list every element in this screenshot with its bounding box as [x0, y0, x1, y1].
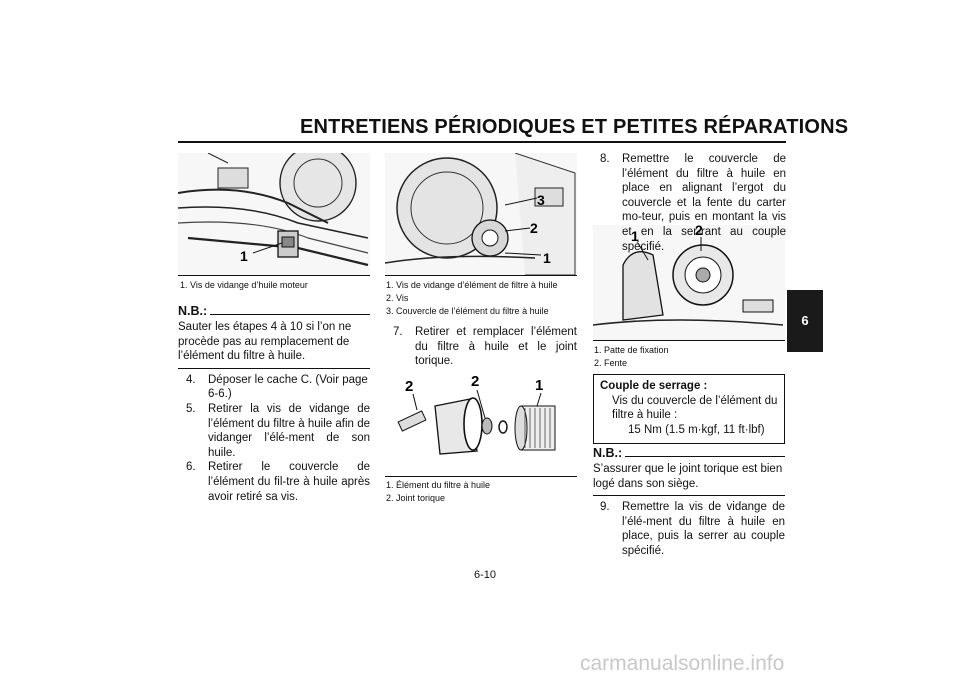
- callout-1: 1: [543, 250, 551, 266]
- page-title: ENTRETIENS PÉRIODIQUES ET PETITES RÉPARA…: [300, 116, 849, 138]
- step-item: 8.Remettre le couvercle de l’élément du …: [600, 153, 786, 253]
- nb-text: Sauter les étapes 4 à 10 si l’on ne proc…: [178, 320, 370, 369]
- chapter-tab: 6: [787, 290, 823, 352]
- engine-drain-illustration: 1: [177, 144, 370, 275]
- nb-text: S’assurer que le joint torique est bien …: [593, 462, 785, 497]
- figure4-caption: 1. Patte de fixation 2. Fente: [594, 344, 669, 370]
- step-item: 6.Retirer le couvercle de l’élément du f…: [186, 461, 370, 503]
- column-1-text: N.B.: Sauter les étapes 4 à 10 si l’on n…: [178, 304, 370, 504]
- column-3-nb: N.B.: S’assurer que le joint torique est…: [593, 446, 785, 559]
- column-2-text: 7.Retirer et remplacer l’élément du filt…: [393, 325, 577, 369]
- filter-cover-illustration: 3 2 1: [384, 152, 577, 276]
- step-item: 7.Retirer et remplacer l’élément du filt…: [393, 326, 577, 368]
- caption-line: 1. Patte de fixation: [594, 345, 669, 355]
- step-item: 4.Déposer le cache C. (Voir page 6-6.): [186, 373, 368, 401]
- cover-refit-illustration: 1 2: [592, 222, 785, 340]
- nb-label: N.B.:: [178, 304, 208, 318]
- callout-2: 2: [405, 378, 413, 395]
- watermark: carmanualsonline.info: [580, 652, 785, 675]
- step-item: 9.Remettre la vis de vidange de l’élé-me…: [600, 501, 785, 557]
- caption-line: 1. Vis de vidange d’huile moteur: [180, 280, 308, 290]
- callout-1: 1: [240, 248, 248, 264]
- figure2-caption: 1. Vis de vidange d’élément de filtre à …: [386, 279, 557, 318]
- caption-line: 1. Élément du filtre à huile: [386, 480, 491, 490]
- nb-heading: N.B.:: [593, 446, 785, 460]
- figure-cover-refit: 1 2: [592, 222, 785, 341]
- figure1-caption: 1. Vis de vidange d’huile moteur: [180, 279, 308, 292]
- torque-box: Couple de serrage : Vis du couvercle de …: [593, 374, 785, 445]
- callout-1: 1: [535, 377, 543, 394]
- caption-line: 2. Fente: [594, 358, 628, 368]
- torque-line: Vis du couvercle de l’élément du filtre …: [612, 394, 778, 422]
- nb-heading: N.B.:: [178, 304, 370, 318]
- title-rule: [178, 141, 786, 143]
- nb-label: N.B.:: [593, 446, 623, 460]
- figure-filter-cover: 3 2 1: [384, 152, 577, 276]
- column-3-step8: 8.Remettre le couvercle de l’élément du …: [600, 152, 786, 254]
- caption-line: 3. Couvercle de l’élément du filtre à hu…: [386, 306, 549, 316]
- callout-3: 3: [537, 192, 545, 208]
- callout-2: 2: [471, 373, 479, 390]
- figure-engine-drain-bolt: 1: [177, 144, 370, 276]
- torque-value: 15 Nm (1.5 m·kgf, 11 ft·lbf): [628, 423, 765, 436]
- callout-2: 2: [530, 220, 538, 236]
- callout-2: 2: [695, 225, 703, 238]
- step-item: 5.Retirer la vis de vidange de l’élément…: [186, 402, 370, 459]
- figure3-caption: 1. Élément du filtre à huile 2. Joint to…: [386, 479, 490, 505]
- torque-heading: Couple de serrage :: [600, 380, 708, 392]
- figure-filter-element: 2 2 1: [385, 366, 577, 477]
- filter-element-illustration: 2 2 1: [385, 366, 577, 476]
- caption-line: 1. Vis de vidange d’élément de filtre à …: [386, 280, 558, 290]
- caption-line: 2. Joint torique: [386, 493, 446, 503]
- steps-list: 9.Remettre la vis de vidange de l’élé-me…: [593, 500, 785, 558]
- page-number: 6-10: [473, 569, 497, 581]
- caption-line: 2. Vis: [386, 293, 409, 303]
- callout-1: 1: [631, 228, 639, 244]
- steps-list: 4.Déposer le cache C. (Voir page 6-6.) 5…: [178, 373, 370, 504]
